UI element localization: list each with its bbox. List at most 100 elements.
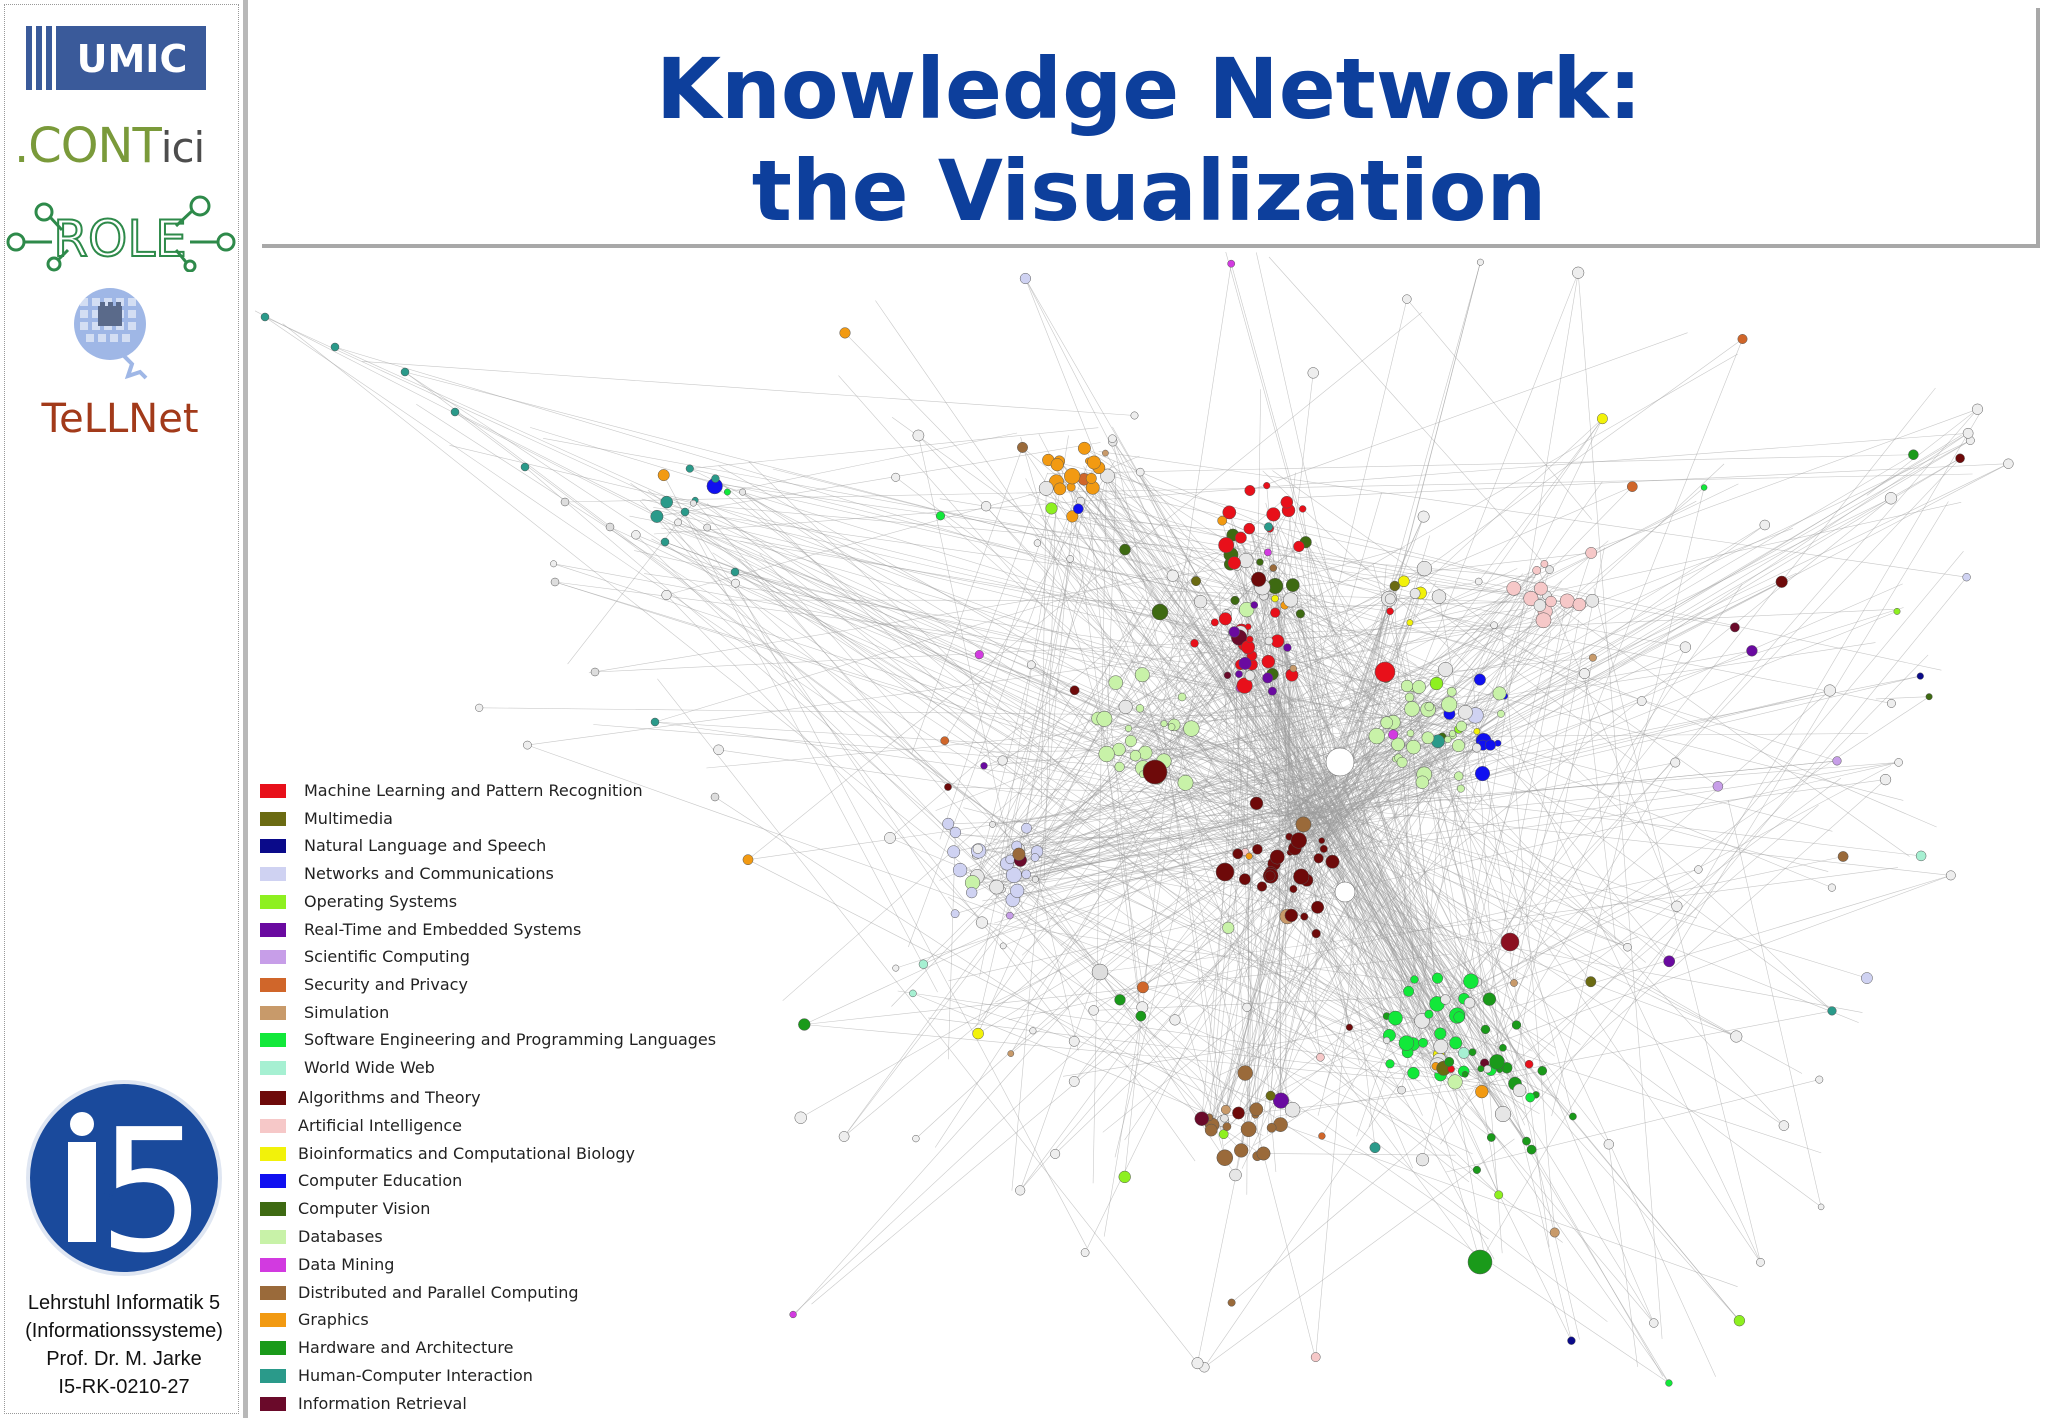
network-node — [1511, 1020, 1522, 1030]
network-edge — [1017, 610, 1526, 892]
network-edge — [1440, 762, 1676, 1145]
network-node — [1249, 796, 1264, 810]
network-edge — [1022, 447, 1646, 963]
network-node — [1295, 816, 1312, 833]
network-edge — [1238, 765, 1892, 1114]
network-node — [1579, 668, 1590, 680]
network-node — [1031, 875, 1039, 883]
conticl-logo-tail: ici — [160, 123, 205, 172]
legend-label: Operating Systems — [304, 891, 458, 911]
network-node — [1272, 1092, 1290, 1109]
network-edge — [1048, 459, 1594, 599]
network-node — [1130, 411, 1139, 420]
network-node — [1318, 1132, 1326, 1140]
network-node — [1166, 569, 1179, 582]
network-node — [1284, 908, 1298, 923]
network-edge — [804, 953, 1452, 1025]
network-edge — [1437, 741, 1580, 1340]
network-node — [1177, 692, 1187, 702]
network-node — [1135, 1010, 1147, 1022]
network-edge — [1216, 745, 1459, 1101]
network-node — [1223, 671, 1232, 679]
network-node — [839, 327, 851, 339]
network-node — [1252, 844, 1263, 855]
network-edge — [657, 678, 1198, 1364]
network-node — [1053, 482, 1067, 496]
network-node — [1318, 837, 1325, 844]
network-node — [989, 821, 996, 828]
network-edge — [1191, 728, 1418, 1094]
network-edge — [1174, 839, 1314, 1021]
network-edge — [1310, 806, 1867, 979]
network-node — [1311, 900, 1325, 914]
network-edge — [1025, 278, 1510, 1117]
network-node — [1135, 704, 1145, 713]
network-edge — [1409, 502, 1962, 623]
network-node — [1102, 449, 1109, 457]
network-edge — [985, 506, 1299, 859]
network-node — [1526, 1144, 1537, 1155]
network-node — [1540, 560, 1549, 568]
network-node — [1283, 592, 1299, 608]
network-node — [1775, 575, 1788, 588]
network-edge — [1446, 1079, 1820, 1173]
network-node — [1832, 756, 1842, 766]
network-edge — [664, 541, 1071, 697]
network-node — [1270, 607, 1281, 618]
network-edge — [653, 433, 1969, 535]
network-edge — [1325, 737, 1429, 838]
network-node — [798, 1018, 811, 1031]
network-edge — [1148, 775, 1288, 798]
network-edge — [1026, 827, 1540, 1114]
network-edge — [1308, 827, 1822, 1208]
network-edge — [944, 461, 1115, 741]
legend-swatch — [260, 839, 286, 854]
network-edge — [1293, 823, 1737, 1037]
network-edge — [1227, 620, 1544, 676]
network-node — [1177, 774, 1194, 791]
network-edge — [1323, 458, 1961, 824]
network-edge — [1094, 498, 1416, 594]
network-edge — [1240, 713, 1450, 1103]
network-edge — [1159, 611, 1334, 812]
network-edge — [524, 466, 1010, 882]
network-node — [1955, 453, 1965, 464]
network-node — [657, 469, 670, 482]
network-edge — [593, 724, 1144, 769]
network-node — [1492, 686, 1507, 701]
network-node — [1499, 1043, 1507, 1052]
legend-swatch — [260, 1313, 286, 1328]
network-node — [1412, 680, 1426, 694]
network-node — [713, 744, 724, 756]
network-edge — [1340, 744, 1483, 798]
network-edge — [1321, 1011, 1394, 1137]
network-edge — [1445, 552, 1592, 1005]
legend-swatch — [260, 1061, 286, 1075]
i5-logo: RWTH 5 — [26, 1080, 222, 1278]
network-node — [1409, 588, 1421, 599]
network-edge — [1442, 733, 1869, 738]
network-edge — [1319, 588, 1460, 1018]
network-edge — [1257, 1093, 1268, 1157]
network-node — [1383, 1036, 1391, 1044]
network-edge — [912, 993, 1264, 1136]
network-node — [1494, 1105, 1512, 1123]
network-edge — [543, 438, 1686, 648]
network-edge — [1217, 675, 1921, 844]
network-edge — [1269, 651, 1670, 962]
network-edge — [734, 571, 1522, 1089]
network-node — [660, 495, 673, 509]
network-node — [1271, 594, 1279, 603]
network-edge — [1441, 754, 1517, 1026]
network-node — [1403, 985, 1415, 997]
network-edge — [1073, 788, 1355, 1082]
network-node — [1300, 912, 1309, 921]
network-node — [1232, 1106, 1245, 1120]
network-node — [1232, 848, 1244, 860]
network-node — [1167, 723, 1176, 731]
network-edge — [644, 573, 1269, 662]
network-edge — [1201, 1088, 1474, 1119]
network-node — [1015, 1185, 1026, 1196]
network-edge — [1022, 447, 1421, 1044]
network-node — [1234, 1143, 1249, 1158]
